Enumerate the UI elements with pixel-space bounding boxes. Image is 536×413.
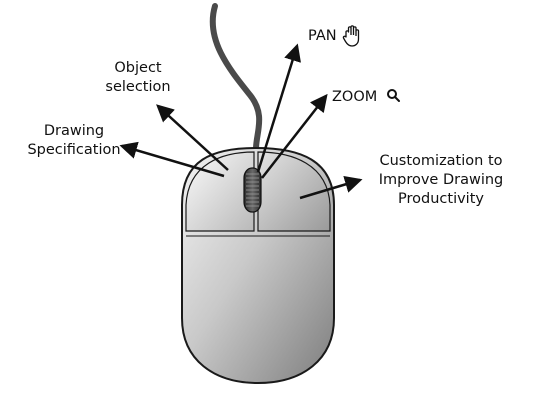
arrow-customization: [299, 175, 363, 200]
label-pan: PAN: [308, 27, 337, 46]
magnifier-icon: [387, 89, 400, 102]
object-selection-line2: selection: [105, 79, 171, 95]
arrow-pan: [256, 43, 301, 173]
pan-text: PAN: [308, 28, 337, 44]
right-mouse-button: [257, 151, 331, 232]
hand-icon: [342, 25, 360, 47]
mouse: [181, 146, 335, 385]
label-object-selection: Object selection: [98, 59, 178, 97]
arrow-zoom: [261, 93, 328, 179]
drawing-specification-line2: Specification: [27, 142, 121, 158]
label-zoom: ZOOM: [332, 88, 377, 107]
label-drawing-specification: Drawing Specification: [18, 122, 130, 160]
object-selection-line1: Object: [114, 60, 162, 76]
customization-line3: Productivity: [398, 191, 484, 207]
arrow-object-selection: [156, 104, 229, 171]
drawing-specification-line1: Drawing: [43, 123, 105, 139]
arrow-drawing-specification: [119, 141, 225, 178]
left-mouse-button: [185, 151, 255, 232]
customization-line1: Customization to: [379, 153, 503, 169]
label-customization: Customization to Improve Drawing Product…: [366, 152, 516, 209]
mouse-cable: [209, 3, 263, 163]
customization-line2: Improve Drawing: [378, 172, 504, 188]
zoom-text: ZOOM: [332, 89, 378, 105]
